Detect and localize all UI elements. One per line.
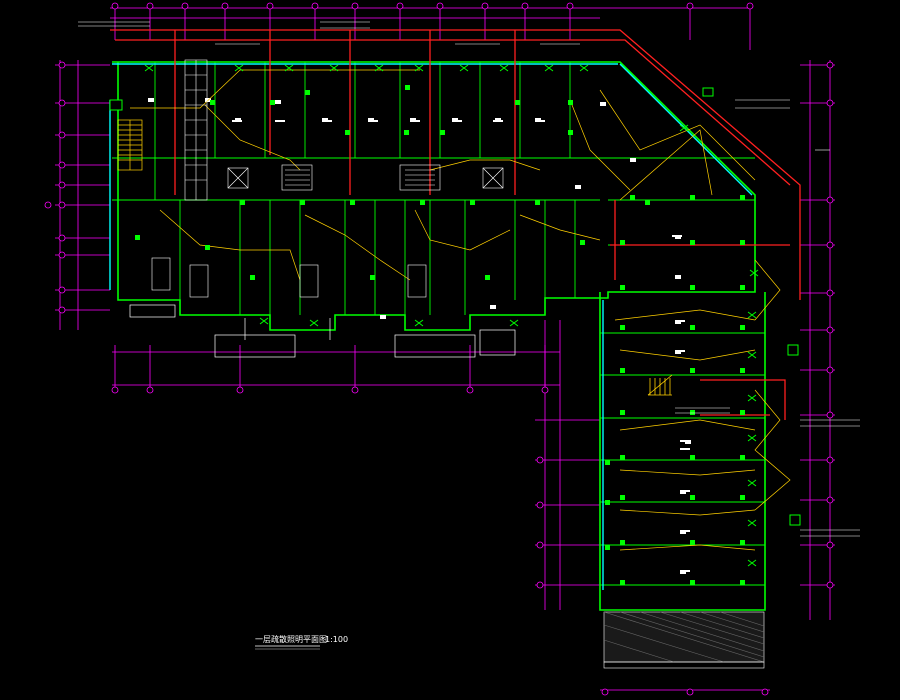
axis-grid (55, 4, 835, 691)
exit-sign-icon (144, 64, 759, 567)
drawing-title: 一层疏散照明平面图 (255, 634, 327, 644)
drawing-scale: 1:100 (325, 635, 348, 644)
axis-bubbles (44, 2, 834, 696)
ramp-hatch (603, 611, 765, 669)
emergency-light-icon (135, 85, 745, 585)
annotation-leaders (78, 21, 860, 537)
stair-core-2 (151, 59, 504, 298)
glazing-lines (109, 63, 753, 590)
balconies (129, 304, 516, 358)
east-stair (647, 374, 673, 396)
staircase-icon (117, 119, 143, 171)
power-lines (110, 29, 801, 420)
drawing-title-block: 一层疏散照明平面图 1:100 (255, 634, 348, 650)
distribution-box-icon (109, 87, 801, 526)
room-tags (232, 120, 690, 572)
emergency-wiring (130, 69, 791, 551)
